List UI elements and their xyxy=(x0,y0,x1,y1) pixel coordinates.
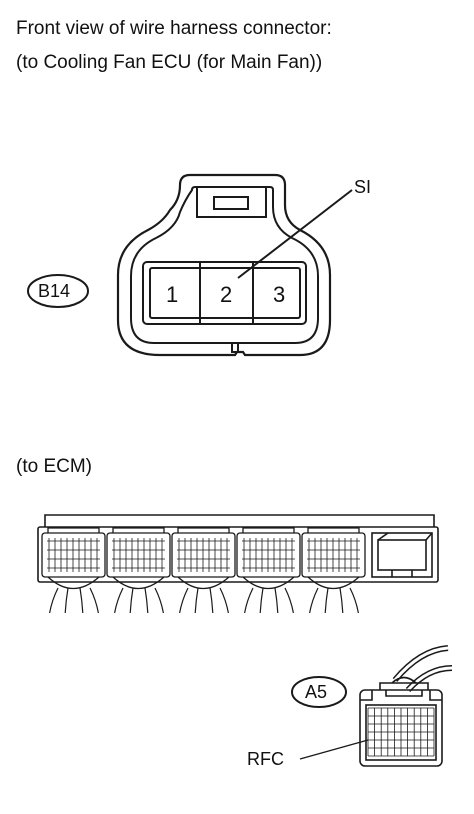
ecm-socket xyxy=(106,527,171,614)
b14-connector xyxy=(116,173,332,357)
ecm-label: (to ECM) xyxy=(16,456,92,477)
rfc-leader-line xyxy=(299,739,369,760)
ecm-socket xyxy=(236,527,301,614)
ecm-socket xyxy=(301,527,366,614)
si-leader-line xyxy=(237,189,353,279)
b14-pin-2: 2 xyxy=(220,282,232,307)
ecm-socket xyxy=(171,527,236,614)
a5-pin-grid xyxy=(367,707,435,757)
b14-badge-text: B14 xyxy=(38,281,70,301)
rfc-callout: RFC xyxy=(247,749,284,769)
si-callout: SI xyxy=(354,177,371,197)
ecm-unit xyxy=(37,514,439,583)
a5-badge-text: A5 xyxy=(305,682,327,702)
title-line-1: Front view of wire harness connector: xyxy=(16,18,332,39)
a5-connector xyxy=(359,645,453,767)
ecm-sockets xyxy=(41,527,366,614)
ecm-socket xyxy=(41,527,106,614)
b14-pin-3: 3 xyxy=(273,282,285,307)
b14-pin-1: 1 xyxy=(166,282,178,307)
a5-badge xyxy=(291,676,347,708)
b14-badge xyxy=(27,274,89,308)
title-line-2: (to Cooling Fan ECU (for Main Fan)) xyxy=(16,52,323,73)
